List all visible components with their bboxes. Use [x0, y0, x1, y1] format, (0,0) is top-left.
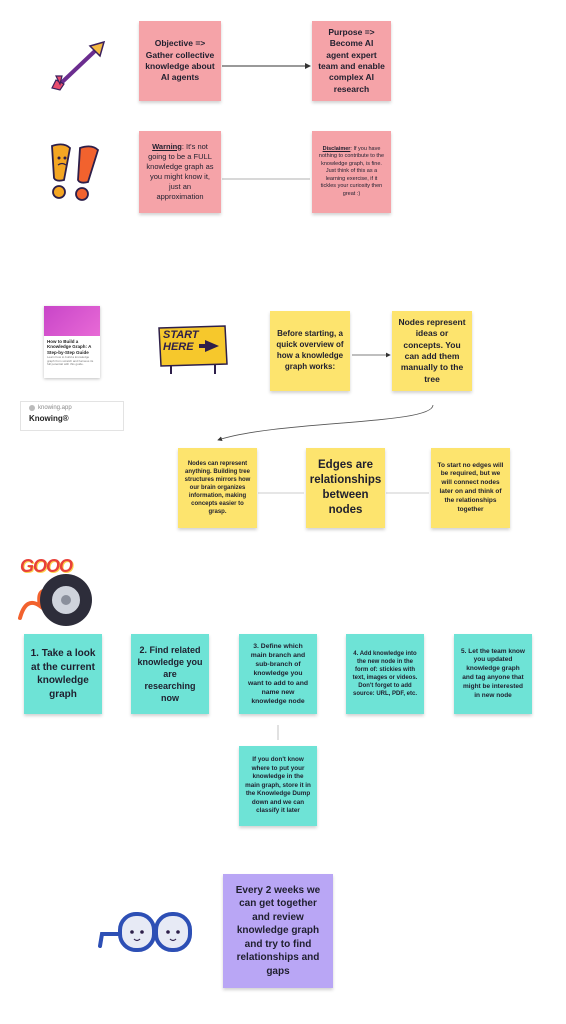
edges-text: Edges are relationships between nodes	[309, 459, 382, 516]
disclaimer-text: : If you have nothing to contribute to t…	[318, 146, 385, 197]
step1-note[interactable]: 1. Take a look at the current knowledge …	[24, 634, 102, 714]
objective-text: Objective => Gather collective knowledge…	[145, 38, 215, 83]
step2-note[interactable]: 2. Find related knowledge you are resear…	[131, 634, 209, 714]
tire-shape	[18, 574, 92, 626]
link-title: Knowing®	[29, 414, 69, 423]
step4-note[interactable]: 4. Add knowledge into the new node in th…	[346, 634, 424, 714]
arrow-sticker-icon	[51, 40, 106, 91]
warning-label: Warning	[152, 141, 182, 151]
every-two-weeks-text: Every 2 weeks we can get together and re…	[235, 884, 321, 977]
glasses-sticker-icon	[98, 912, 192, 952]
gooo-tire-sticker-icon: GOOO	[16, 556, 100, 630]
thumbnail-body: Learn how to build a knowledge graph fro…	[47, 355, 94, 367]
step1-text: 1. Take a look at the current knowledge …	[30, 648, 96, 700]
sign-shape	[158, 325, 228, 374]
before-starting-text: Before starting, a quick overview of how…	[276, 329, 344, 371]
warning-note[interactable]: Warning: It's not going to be a FULL kno…	[139, 131, 221, 213]
step4-text: 4. Add knowledge into the new node in th…	[352, 650, 418, 698]
step3-note[interactable]: 3. Define which main branch and sub-bran…	[239, 634, 317, 714]
edges-note[interactable]: Edges are relationships between nodes	[306, 448, 385, 528]
warning-text-wrap: Warning: It's not going to be a FULL kno…	[145, 142, 215, 203]
step3-text: 3. Define which main branch and sub-bran…	[247, 642, 309, 705]
link-thumbnail[interactable]: How to Build a Knowledge Graph: A Step-b…	[44, 306, 100, 378]
start-here-text: START HERE	[163, 329, 199, 353]
link-source-row: knowing.app	[29, 405, 115, 411]
step5-note[interactable]: 5. Let the team know you updated knowled…	[454, 634, 532, 714]
knowledge-dump-note[interactable]: If you don't know where to put your know…	[239, 746, 317, 826]
disclaimer-text-wrap: Disclaimer: If you have nothing to contr…	[318, 146, 385, 198]
disclaimer-note[interactable]: Disclaimer: If you have nothing to contr…	[312, 131, 391, 213]
link-card[interactable]: knowing.app Knowing®	[20, 401, 124, 431]
no-edges-text: To start no edges will be required, but …	[437, 461, 504, 513]
before-starting-note[interactable]: Before starting, a quick overview of how…	[270, 311, 350, 391]
knowledge-dump-text: If you don't know where to put your know…	[245, 756, 311, 815]
gooo-text: GOOO	[20, 556, 73, 576]
nodes-anything-text: Nodes can represent anything. Building t…	[184, 460, 251, 516]
nodes-represent-note[interactable]: Nodes represent ideas or concepts. You c…	[392, 311, 472, 391]
nodes-represent-text: Nodes represent ideas or concepts. You c…	[398, 316, 466, 384]
thumbnail-title: How to Build a Knowledge Graph: A Step-b…	[47, 339, 92, 355]
exclamation-sticker-icon	[51, 143, 100, 201]
every-two-weeks-note[interactable]: Every 2 weeks we can get together and re…	[223, 874, 333, 988]
step5-text: 5. Let the team know you updated knowled…	[461, 647, 525, 699]
start-here-sign-icon: START HERE	[157, 324, 229, 374]
edge-nodes-to-nodes-anything	[217, 404, 434, 442]
disclaimer-label: Disclaimer	[322, 146, 351, 153]
purpose-text: Purpose => Become AI agent expert team a…	[318, 26, 385, 94]
globe-icon	[29, 405, 35, 411]
step2-text: 2. Find related knowledge you are resear…	[137, 644, 203, 704]
link-source: knowing.app	[38, 405, 72, 411]
no-edges-note[interactable]: To start no edges will be required, but …	[431, 448, 510, 528]
purpose-note[interactable]: Purpose => Become AI agent expert team a…	[312, 21, 391, 101]
nodes-anything-note[interactable]: Nodes can represent anything. Building t…	[178, 448, 257, 528]
warning-text: : It's not going to be a FULL knowledge …	[146, 141, 214, 202]
thumbnail-image	[44, 306, 100, 336]
objective-note[interactable]: Objective => Gather collective knowledge…	[139, 21, 221, 101]
